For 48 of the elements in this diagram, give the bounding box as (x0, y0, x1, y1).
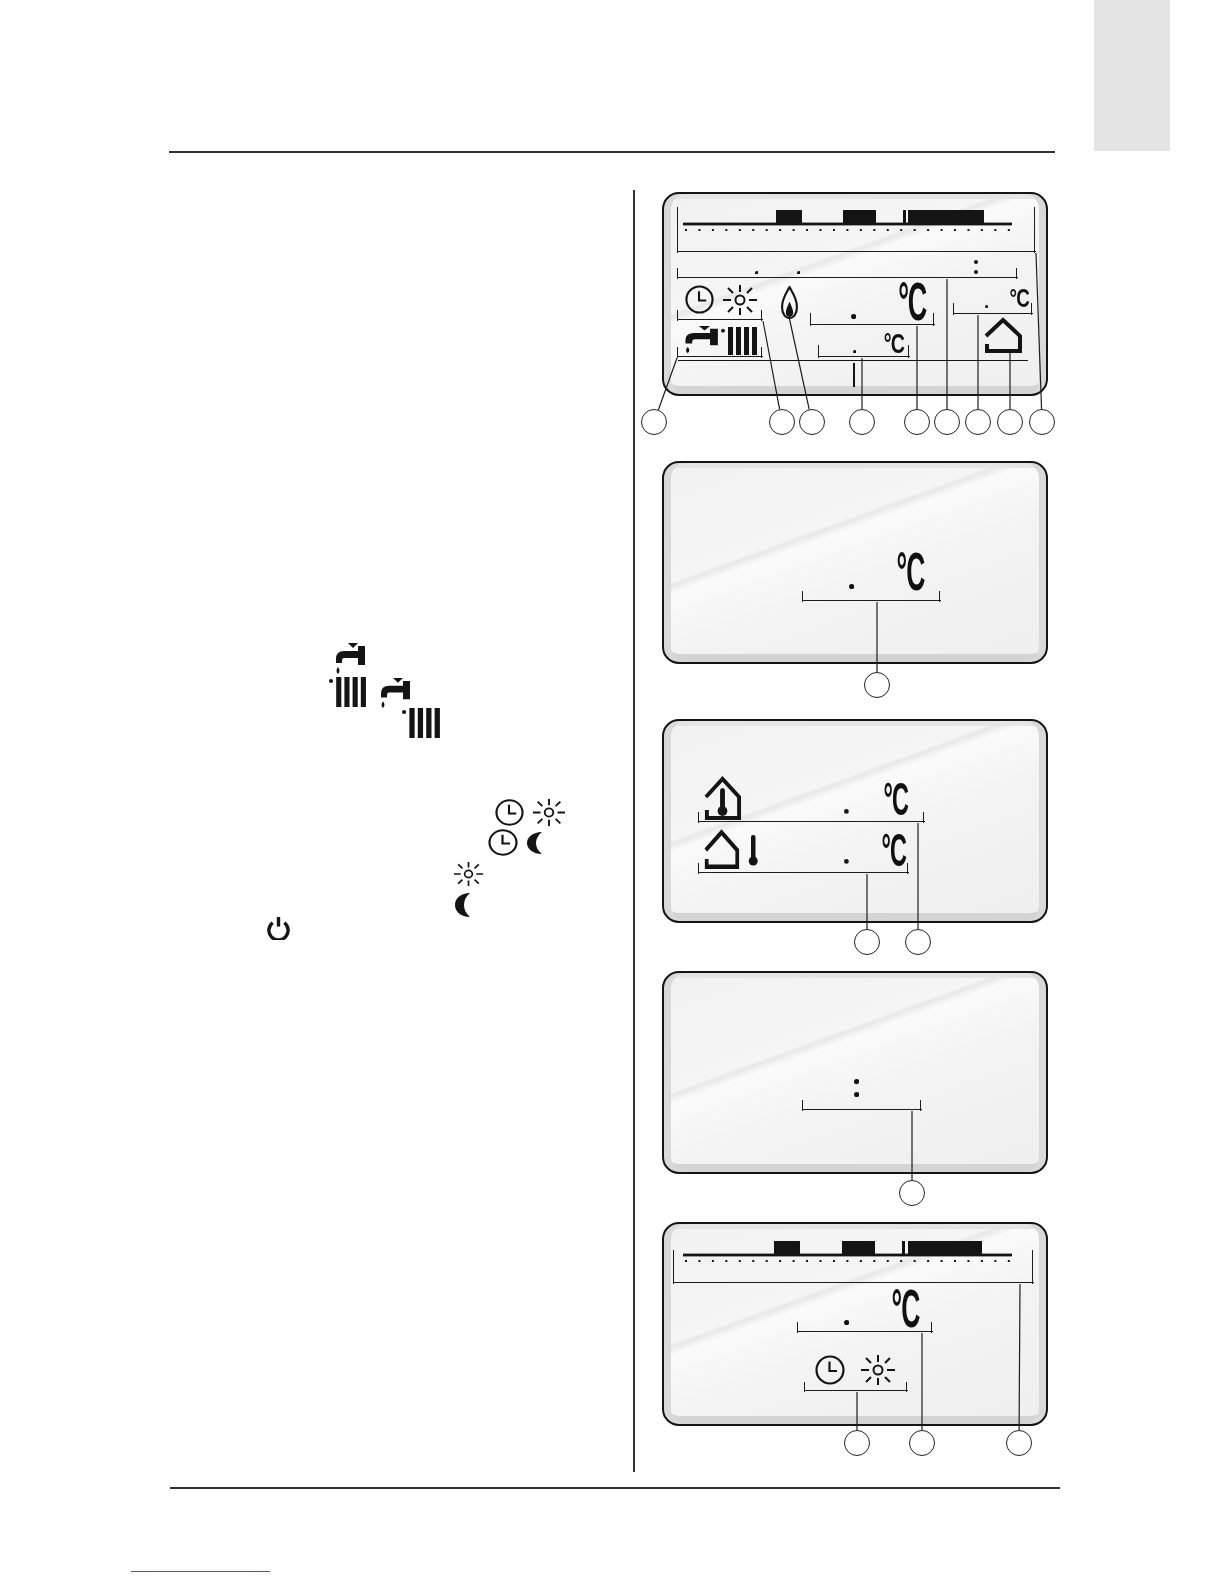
callout-circle (799, 409, 825, 435)
leader-line (1009, 352, 1011, 410)
unit-label: °C (1009, 287, 1030, 308)
leader-line (861, 357, 863, 410)
segment-bracket (676, 257, 1018, 279)
leader-line (977, 314, 979, 410)
callout-circle (864, 672, 890, 698)
leader-line (917, 822, 919, 930)
leader-line (788, 318, 810, 410)
house-icon (982, 316, 1023, 353)
lcd-display (662, 719, 1048, 923)
callout-circle (854, 929, 880, 955)
flame-icon (780, 285, 798, 319)
leader-line (1018, 1283, 1021, 1431)
callout-circle (965, 409, 991, 435)
callout-circle (849, 409, 875, 435)
callout-circle (844, 1430, 870, 1456)
callout-circle (899, 1180, 925, 1206)
callout-circle (909, 1430, 935, 1456)
leader-line (946, 278, 948, 410)
callout-circle (1006, 1430, 1032, 1456)
leader-line (911, 1110, 913, 1181)
unit-label: °C (896, 550, 925, 594)
leader-line (657, 357, 678, 411)
leader-line (921, 1332, 923, 1431)
unit-label: °C (891, 1287, 920, 1331)
leader-line (762, 320, 781, 410)
leader-line (866, 873, 868, 930)
callout-circle (904, 409, 930, 435)
unit-label: °C (883, 780, 908, 818)
lcd-display (662, 192, 1048, 396)
lcd-display (662, 1222, 1048, 1426)
callout-circle (905, 929, 931, 955)
callout-circle (769, 409, 795, 435)
leader-line (1035, 252, 1043, 410)
leader-line (876, 601, 878, 673)
segment-bracket (676, 206, 1036, 253)
unit-label: °C (884, 332, 905, 355)
callout-circle (641, 409, 667, 435)
unit-label: °C (881, 831, 906, 869)
lcd-display (662, 971, 1048, 1174)
leader-line (856, 1391, 858, 1431)
unit-label: °C (898, 280, 927, 324)
leader-line (916, 325, 918, 410)
lcd-display (662, 461, 1048, 664)
callout-circle (997, 409, 1023, 435)
callout-circle (934, 409, 960, 435)
callout-circle (1029, 409, 1055, 435)
